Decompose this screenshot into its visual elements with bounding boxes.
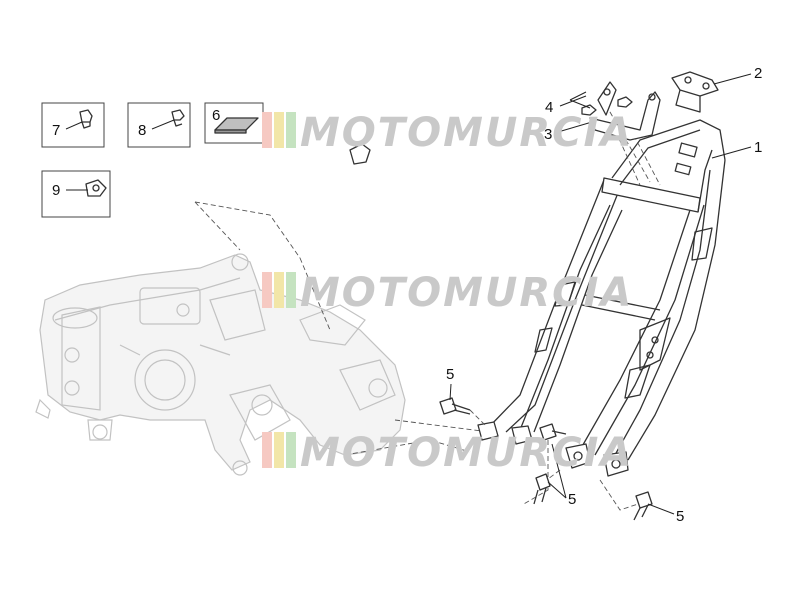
inset-box-7	[41, 102, 105, 148]
bolt-part-5-a	[439, 397, 471, 415]
watermark-text-bottom: MOTOMURCIA	[300, 430, 633, 476]
callout-labels: 1 2 3 4 5 5 5 6 7 8 9	[52, 65, 762, 525]
cap-part	[349, 143, 371, 165]
assembly-guide-lines-left	[194, 201, 491, 456]
callout-4: 4	[545, 99, 553, 116]
callout-1: 1	[754, 139, 762, 156]
nuts-part-4	[581, 96, 633, 116]
bracket-part-2	[671, 71, 719, 113]
watermark-top: MOTOMURCIA	[262, 110, 633, 156]
callout-8: 8	[138, 122, 146, 139]
wm-stripe-3	[286, 112, 296, 148]
inset-box-8	[127, 102, 191, 148]
callout-3: 3	[544, 126, 552, 143]
callout-5-b: 5	[568, 491, 576, 508]
inset-box-6	[204, 102, 264, 144]
bolt-part-5-c	[533, 473, 551, 505]
callout-5-c: 5	[676, 508, 684, 525]
callout-7: 7	[52, 122, 60, 139]
bolt-part-5-d	[633, 491, 653, 521]
watermark-middle: MOTOMURCIA	[262, 270, 633, 316]
callout-2: 2	[754, 65, 762, 82]
wm-stripe-2	[274, 112, 284, 148]
watermark-text-top: MOTOMURCIA	[300, 110, 633, 156]
watermark-bottom: MOTOMURCIA	[262, 430, 633, 476]
bracket-part-3	[589, 81, 661, 141]
rear-subframe	[477, 119, 726, 477]
callout-leaders	[449, 73, 752, 515]
wm-stripe-1	[262, 112, 272, 148]
bolt-part-5-b	[539, 423, 567, 441]
inset-box-9	[41, 170, 111, 218]
watermark-text-middle: MOTOMURCIA	[300, 270, 633, 316]
callout-6: 6	[212, 107, 220, 124]
callout-5-a: 5	[446, 366, 454, 383]
callout-9: 9	[52, 182, 60, 199]
